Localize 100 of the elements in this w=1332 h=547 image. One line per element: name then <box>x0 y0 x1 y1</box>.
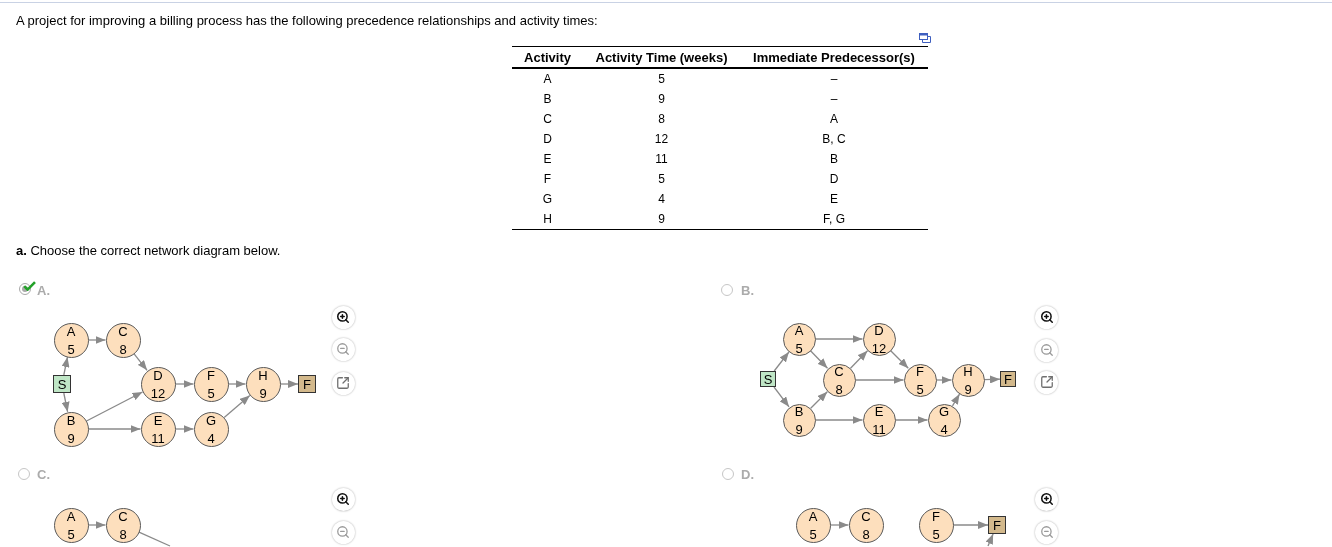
predecessor-list: D <box>829 172 839 186</box>
node-label: H <box>258 368 268 382</box>
node-label: C <box>118 509 128 523</box>
node-label: E <box>874 404 884 418</box>
activity-time: 8 <box>658 112 665 126</box>
activity-name: C <box>543 112 552 126</box>
arrow <box>87 425 142 433</box>
duration-label: 11 <box>151 431 165 445</box>
node-label: F <box>1004 372 1012 386</box>
duration-label: 11 <box>872 422 886 436</box>
node-label: E <box>153 413 163 427</box>
option-label: B. <box>741 282 754 298</box>
node-label: C <box>834 364 844 378</box>
arrow <box>814 416 864 424</box>
arrow <box>814 335 864 343</box>
duration-label: 4 <box>940 422 948 436</box>
arrow <box>849 350 869 369</box>
arrow <box>950 393 961 407</box>
connector-line <box>138 531 171 547</box>
finish-node <box>298 375 316 393</box>
arrow <box>829 521 850 529</box>
finish-node <box>1000 371 1016 387</box>
arrow <box>809 350 829 369</box>
duration-label: 5 <box>67 342 75 356</box>
duration-label: 8 <box>119 342 127 356</box>
duration-label: 12 <box>150 386 166 400</box>
activity-node <box>782 403 816 437</box>
activity-name: H <box>543 212 552 226</box>
arrow <box>935 376 953 384</box>
activity-node <box>927 403 961 437</box>
activity-node <box>193 366 229 402</box>
predecessor-list: E <box>830 192 838 206</box>
node-label: A <box>808 509 818 523</box>
activity-time: 12 <box>654 132 669 146</box>
node-label: F <box>932 509 940 523</box>
arrow <box>279 380 299 388</box>
activity-node <box>140 411 176 447</box>
column-header: Immediate Predecessor(s) <box>753 49 915 65</box>
activity-time: 9 <box>658 92 665 106</box>
duration-label: 9 <box>259 386 267 400</box>
activity-node <box>918 507 954 543</box>
activity-node <box>53 411 89 447</box>
activity-node <box>782 322 816 356</box>
activity-node <box>105 322 141 358</box>
question-text: A project for improving a billing process has the following precedence relationships and activity times: <box>16 12 598 28</box>
node-label: C <box>861 509 871 523</box>
activity-node <box>951 363 985 397</box>
node-label: S <box>57 377 67 391</box>
activity-node <box>862 322 896 356</box>
duration-label: 5 <box>207 386 215 400</box>
activity-node <box>245 366 281 402</box>
arrow <box>773 351 790 372</box>
activity-node <box>822 363 856 397</box>
finish-node <box>988 516 1006 534</box>
duration-label: 8 <box>119 527 127 541</box>
predecessor-list: – <box>830 92 838 106</box>
duration-label: 5 <box>795 341 803 355</box>
duration-label: 9 <box>795 422 803 436</box>
node-label: F <box>207 368 215 382</box>
arrow <box>87 336 107 344</box>
node-label: A <box>66 324 76 338</box>
node-label: A <box>794 323 804 337</box>
duration-label: 5 <box>932 527 940 541</box>
activity-node <box>848 507 884 543</box>
duration-label: 9 <box>67 431 75 445</box>
arrow <box>223 394 251 419</box>
activity-node <box>105 507 141 543</box>
arrow <box>854 376 905 384</box>
activity-time: 5 <box>658 172 665 186</box>
duration-label: 5 <box>809 527 817 541</box>
node-label: A <box>66 509 76 523</box>
arrow <box>985 533 994 547</box>
activity-name: A <box>543 72 552 86</box>
predecessor-list: B, C <box>822 132 846 146</box>
activity-name: D <box>543 132 552 146</box>
arrow <box>85 391 144 422</box>
arrow <box>773 386 790 408</box>
node-label: G <box>205 413 217 427</box>
predecessor-list: B <box>830 152 838 166</box>
node-label: D <box>874 323 884 337</box>
arrow <box>894 416 929 424</box>
activity-name: B <box>543 92 552 106</box>
activity-time: 4 <box>658 192 665 206</box>
node-label: B <box>794 404 804 418</box>
activity-node <box>53 507 89 543</box>
arrow <box>983 375 1001 384</box>
node-label: S <box>763 372 773 386</box>
arrow <box>952 521 989 529</box>
duration-label: 5 <box>916 382 924 396</box>
node-label: F <box>993 518 1001 532</box>
duration-label: 8 <box>835 382 843 396</box>
activity-name: E <box>543 152 552 166</box>
activity-node <box>193 411 229 447</box>
node-label: D <box>153 368 163 382</box>
option-label: C. <box>37 466 50 482</box>
arrow <box>174 380 195 388</box>
activity-node <box>903 363 937 397</box>
column-header: Activity Time (weeks) <box>595 49 728 65</box>
arrow <box>890 350 909 369</box>
predecessor-list: A <box>830 112 838 126</box>
